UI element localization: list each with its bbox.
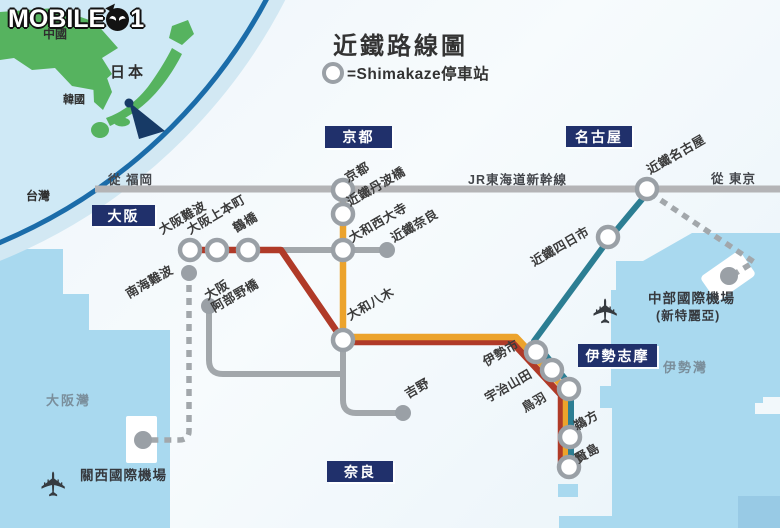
shimakaze-stop-markers — [177, 176, 660, 480]
yoshino-line — [340, 337, 405, 416]
stop-marker-tambabashi — [330, 201, 356, 227]
hokkaido-landmass — [169, 20, 194, 45]
ise-bay-sea — [558, 233, 780, 528]
stop-marker-uehommachi — [204, 237, 230, 263]
zoom-beam — [129, 102, 165, 139]
legend: =Shimakaze停車站 — [322, 62, 489, 84]
stop-marker-iseshi — [523, 339, 549, 365]
dot-marker-kansai-airport — [134, 431, 152, 449]
region-box-osaka: 大阪 — [92, 205, 155, 226]
kyushu-landmass — [91, 122, 109, 138]
chubu-airport-sublabel: (新特麗亞) — [656, 309, 721, 323]
stop-marker-kashikojima — [556, 454, 582, 480]
shimakaze-stop-legend-icon — [322, 62, 344, 84]
stop-marker-toba — [556, 376, 582, 402]
abenobashi-line — [206, 303, 346, 377]
chubu-airport-label: 中部國際機場 — [648, 291, 735, 306]
dot-marker-abenobashi — [201, 298, 217, 314]
chubu-airplane-icon: ✈ — [587, 296, 626, 326]
stop-marker-yokkaichi — [595, 224, 621, 250]
stop-marker-kyoto — [330, 177, 356, 203]
deep-sea-corner — [738, 496, 780, 528]
mobile01-watermark: MOBILE 1 — [8, 0, 145, 34]
chubu-airport-dashed-line — [648, 190, 757, 279]
stop-marker-nagoya — [634, 176, 660, 202]
page-title: 近鐵路線圖 — [333, 33, 468, 60]
stop-marker-ujiyamada — [539, 357, 565, 383]
watermark-text-mobile: MOBILE — [8, 5, 106, 33]
korea-landmass — [93, 78, 112, 110]
stop-marker-yagi — [330, 327, 356, 353]
shikoku-landmass — [114, 117, 130, 127]
inset-label-japan: 日本 — [110, 64, 147, 81]
inset-label-korea: 韓國 — [63, 94, 85, 106]
devil-face-icon — [105, 0, 130, 31]
shinkansen-from-tokyo-label: 從 東京 — [711, 172, 756, 186]
honshu-landmass — [106, 48, 182, 126]
ise-bay-label: 伊勢灣 — [663, 360, 709, 375]
region-box-nara: 奈良 — [327, 461, 393, 482]
inset-label-taiwan: 台灣 — [26, 189, 51, 203]
chita-notch — [755, 397, 780, 414]
stop-marker-ugata — [557, 424, 583, 450]
inset-landmasses — [0, 8, 194, 138]
globe-inset — [0, 0, 286, 261]
shinkansen-line-label: JR東海道新幹線 — [468, 173, 567, 187]
shima-inlet — [558, 484, 578, 497]
inset-label-china: 中國 — [43, 27, 68, 41]
kansai-airport-label: 關西國際機場 — [80, 468, 167, 483]
dot-marker-kintetsu-nara — [379, 242, 395, 258]
region-box-nagoya: 名古屋 — [566, 126, 632, 147]
stop-marker-namba — [177, 237, 203, 263]
kansai-location-dot — [124, 98, 134, 108]
kansai-airplane-icon: ✈ — [35, 469, 74, 499]
other-station-markers — [134, 242, 738, 449]
region-box-ise-shima: 伊勢志摩 — [578, 344, 657, 367]
china-landmass — [0, 8, 118, 90]
dot-marker-yoshino — [395, 405, 411, 421]
region-box-kyoto: 京都 — [325, 126, 392, 148]
osaka-bay-label: 大阪灣 — [46, 393, 92, 408]
legend-label: =Shimakaze停車站 — [347, 66, 490, 83]
nankai-airport-dashed-line — [147, 272, 192, 443]
dot-marker-chubu-airport — [720, 267, 738, 285]
watermark-text-one: 1 — [130, 5, 145, 33]
dot-marker-nankai-namba — [181, 265, 197, 281]
stop-marker-tsuruhashi — [235, 237, 261, 263]
stop-marker-saidaiji — [330, 237, 356, 263]
shinkansen-from-fukuoka-label: 從 福岡 — [108, 173, 153, 187]
